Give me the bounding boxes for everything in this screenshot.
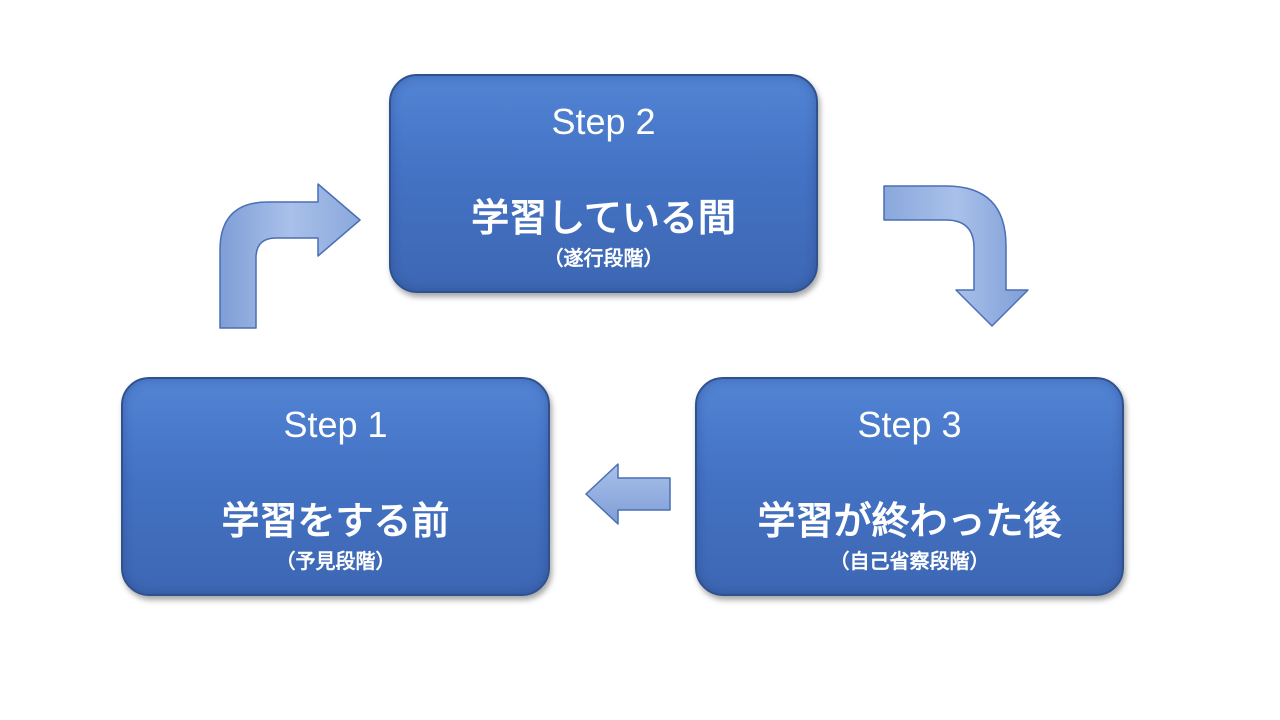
step-3-label: Step 3 — [857, 404, 962, 445]
step-2-box: Step 2 学習している間 （遂行段階） — [389, 74, 818, 293]
step-2-label: Step 2 — [551, 101, 656, 142]
arrow-step3-to-step1-icon — [585, 463, 671, 525]
step-1-box: Step 1 学習をする前 （予見段階） — [121, 377, 550, 596]
step-3-title: 学習が終わった後 — [757, 499, 1062, 543]
step-1-title: 学習をする前 — [221, 499, 450, 543]
step-3-box: Step 3 学習が終わった後 （自己省察段階） — [695, 377, 1124, 596]
step-1-subtitle: （予見段階） — [275, 549, 396, 573]
step-2-subtitle: （遂行段階） — [543, 246, 664, 270]
step-1-label: Step 1 — [283, 404, 388, 445]
step-3-subtitle: （自己省察段階） — [829, 549, 990, 573]
arrow-step1-to-step2-icon — [219, 183, 361, 329]
arrow-step2-to-step3-icon — [883, 185, 1029, 327]
step-2-title: 学習している間 — [471, 196, 736, 240]
